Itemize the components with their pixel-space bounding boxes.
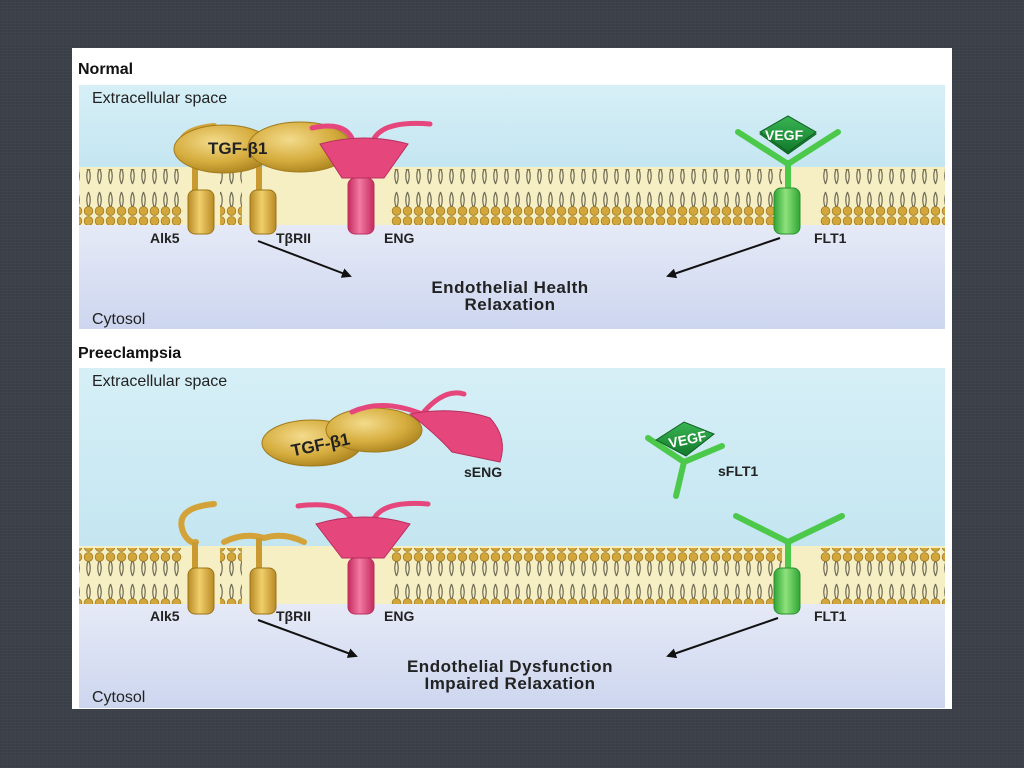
normal-tgf-label: TGF-β1 bbox=[208, 139, 267, 158]
diagram-slide: Normal Extracellular space Cytosol TGF-β… bbox=[72, 48, 952, 709]
normal-flt1-receptor bbox=[735, 129, 841, 235]
normal-eng-receptor bbox=[309, 120, 433, 235]
preeclampsia-tgf-ligand: TGF-β1 bbox=[261, 407, 423, 467]
preeclampsia-tbrii-label: TβRII bbox=[276, 608, 311, 624]
normal-flt1-label: FLT1 bbox=[814, 230, 847, 246]
normal-lipid-bilayer bbox=[390, 169, 782, 225]
seng-label: sENG bbox=[464, 464, 502, 480]
normal-lipid-bilayer bbox=[79, 169, 183, 225]
soluble-eng: sENG bbox=[349, 390, 503, 480]
normal-arrow-left bbox=[257, 240, 352, 278]
normal-vegf-label: VEGF bbox=[765, 127, 804, 143]
normal-vegf-ligand: VEGF bbox=[759, 115, 817, 155]
normal-alk5-receptor bbox=[187, 160, 215, 235]
normal-alk5-label: Alk5 bbox=[150, 230, 180, 246]
preeclampsia-vegf-ligand: VEGF bbox=[655, 421, 715, 457]
normal-cytosol-label: Cytosol bbox=[92, 311, 145, 328]
preeclampsia-flt1-receptor bbox=[733, 513, 845, 615]
normal-eng-label: ENG bbox=[384, 230, 414, 246]
signaling-diagram: Normal Extracellular space Cytosol TGF-β… bbox=[78, 61, 945, 708]
normal-lipid-bilayer bbox=[819, 169, 945, 225]
normal-outcome-line2: Relaxation bbox=[465, 295, 556, 314]
preeclampsia-lipid-bilayer bbox=[220, 548, 242, 604]
preeclampsia-flt1-label: FLT1 bbox=[814, 608, 847, 624]
preeclampsia-eng-label: ENG bbox=[384, 608, 414, 624]
preeclampsia-extracellular-label: Extracellular space bbox=[92, 373, 227, 390]
preeclampsia-cytosol-label: Cytosol bbox=[92, 689, 145, 706]
preeclampsia-outcome-line2: Impaired Relaxation bbox=[424, 674, 595, 693]
preeclampsia-panel: Preeclampsia Extracellular space Cytosol… bbox=[78, 345, 945, 708]
normal-extracellular-label: Extracellular space bbox=[92, 90, 227, 107]
normal-arrow-right bbox=[666, 237, 781, 279]
sflt1-label: sFLT1 bbox=[718, 463, 758, 479]
preeclampsia-title: Preeclampsia bbox=[78, 345, 181, 362]
preeclampsia-arrow-left bbox=[257, 619, 358, 658]
preeclampsia-alk5-receptor bbox=[178, 501, 217, 615]
normal-cytosol-region bbox=[79, 225, 945, 329]
preeclampsia-alk5-label: Alk5 bbox=[150, 608, 180, 624]
soluble-flt1: sFLT1 bbox=[645, 435, 758, 499]
normal-tgf-ligand: TGF-β1 bbox=[173, 121, 353, 174]
preeclampsia-lipid-bilayer bbox=[819, 548, 945, 604]
normal-tbrii-receptor bbox=[249, 160, 277, 235]
preeclampsia-tbrii-receptor bbox=[221, 532, 307, 615]
preeclampsia-outcome-line1: Endothelial Dysfunction bbox=[407, 657, 613, 676]
normal-outcome-line1: Endothelial Health bbox=[431, 278, 588, 297]
preeclampsia-eng-receptor bbox=[295, 500, 431, 615]
normal-lipid-bilayer bbox=[220, 169, 242, 225]
normal-tbrii-label: TβRII bbox=[276, 230, 311, 246]
normal-title: Normal bbox=[78, 61, 133, 78]
preeclampsia-lipid-bilayer bbox=[79, 548, 183, 604]
preeclampsia-lipid-bilayer bbox=[390, 548, 782, 604]
normal-panel: Normal Extracellular space Cytosol TGF-β… bbox=[78, 61, 945, 329]
preeclampsia-cytosol-region bbox=[79, 604, 945, 708]
preeclampsia-extracellular-region bbox=[79, 368, 945, 546]
preeclampsia-vegf-label: VEGF bbox=[667, 427, 708, 451]
preeclampsia-arrow-right bbox=[666, 617, 779, 659]
